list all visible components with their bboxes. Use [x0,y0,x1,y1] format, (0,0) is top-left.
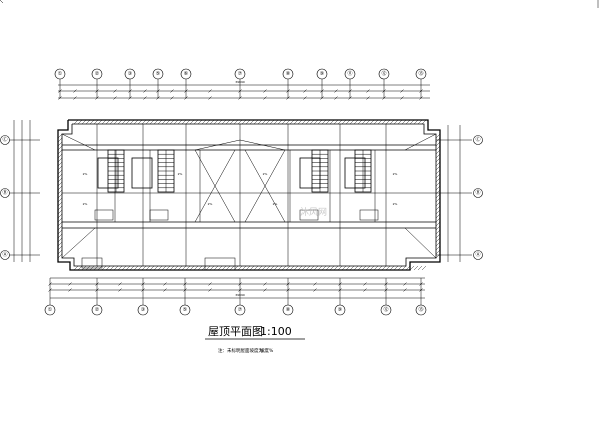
drawing-note: 注：未标明屋面坡度为： [218,347,268,354]
corner-mark-left [0,0,4,4]
axis-bubbles-right: Ⓒ Ⓑ Ⓐ [436,135,483,260]
svg-text:⑨: ⑨ [338,307,342,313]
svg-text:Ⓐ: Ⓐ [2,251,7,258]
axis-bubble: ⑧ [282,68,294,98]
svg-text:⑧: ⑧ [286,307,291,313]
axis-bubble: ⑦ [234,278,246,316]
svg-text:①: ① [58,71,63,77]
svg-text:Ⓑ: Ⓑ [475,189,480,196]
axis-bubble: ② [91,68,103,98]
structural-horizontal-lines [62,144,436,229]
watermark: 沐风网 [300,206,327,218]
axis-bubble: ⑬ [415,278,427,316]
roof-ridge-lines [61,133,437,259]
axis-bubble: ⑨ [334,278,346,316]
svg-text:⑨: ⑨ [320,71,324,77]
svg-text:⑬: ⑬ [418,306,423,313]
svg-text:⑬: ⑬ [418,70,423,77]
drawing-title: 屋顶平面图 [208,325,263,338]
slope-label: 2% [83,172,88,176]
svg-text:②: ② [95,307,100,313]
stair-cores [107,149,372,193]
slope-label: 2% [273,202,278,206]
axis-bubble: ⑤ [179,278,191,316]
drawing-scale: 1:100 [260,325,292,338]
svg-text:⑧: ⑧ [286,71,291,77]
slope-label: 2% [208,202,213,206]
axis-bubble: ⑫ [378,68,390,98]
left-dimension-lines [13,120,31,262]
svg-text:⑦: ⑦ [238,71,243,77]
axis-bubble: ⑥ [180,68,192,98]
svg-text:Ⓒ: Ⓒ [2,136,7,143]
svg-text:Ⓐ: Ⓐ [475,251,480,258]
top-dimension-lines [58,84,430,100]
structural-vertical-lines [96,124,387,266]
svg-text:⑫: ⑫ [383,306,388,313]
axis-bubble: Ⓑ [0,188,40,198]
parapet-hatching [57,119,441,271]
axis-bubble: Ⓑ [436,188,483,198]
axis-bubble: ⑨ [316,68,328,98]
slope-label: 2% [393,172,398,176]
svg-text:⑪: ⑪ [347,70,352,77]
axis-bubble: Ⓐ [0,250,40,260]
axis-bubbles-top: ① ② ③ ⑤ ⑥ ⑦ ⑧ ⑨ ⑪ ⑫ ⑬ [54,68,427,98]
axis-bubble: ⑦ [234,68,246,98]
axis-bubble: Ⓒ [436,135,483,145]
slope-label: 2% [263,172,268,176]
stair-core [107,149,125,193]
axis-bubble: ⑪ [344,68,356,98]
axis-bubble: ③ [124,68,136,98]
axis-bubble: Ⓐ [436,250,483,260]
svg-text:①: ① [48,307,53,313]
svg-text:⑥: ⑥ [184,71,189,77]
right-dimension-lines [447,125,461,262]
axis-bubble: ① [54,68,66,98]
axis-bubble: ⑧ [282,278,294,316]
svg-text:⑫: ⑫ [381,70,386,77]
axis-bubble: ⑤ [152,68,164,98]
axis-bubbles-bottom: ① ② ③ ⑤ ⑦ ⑧ ⑨ ⑫ ⑬ [44,278,427,316]
stair-core [157,149,175,193]
svg-text:Ⓒ: Ⓒ [475,136,480,143]
axis-bubble: ① [44,278,56,316]
slope-labels: 2% 2% 2% 2% 2% 2% 2% 2% [83,172,398,206]
svg-text:③: ③ [141,307,145,313]
svg-text:③: ③ [128,71,132,77]
axis-bubbles-left: Ⓒ Ⓑ Ⓐ [0,135,40,260]
svg-text:⑦: ⑦ [238,307,243,313]
slope-label: 2% [393,202,398,206]
axis-bubble: Ⓒ [0,135,40,145]
roof-equipment-boxes [81,157,379,271]
drawing-note-value: 坡度% [260,347,274,354]
stair-core [354,149,372,193]
axis-bubble: ② [91,278,103,316]
slope-label: 2% [178,172,183,176]
axis-bubble: ⑫ [380,278,392,316]
svg-text:⑤: ⑤ [156,71,160,77]
axis-bubble: ③ [137,278,149,316]
axis-bubble: ⑬ [415,68,427,98]
svg-text:⑤: ⑤ [183,307,187,313]
svg-text:Ⓑ: Ⓑ [2,189,7,196]
slope-label: 2% [83,202,88,206]
building-outline [57,119,441,271]
svg-text:②: ② [95,71,100,77]
